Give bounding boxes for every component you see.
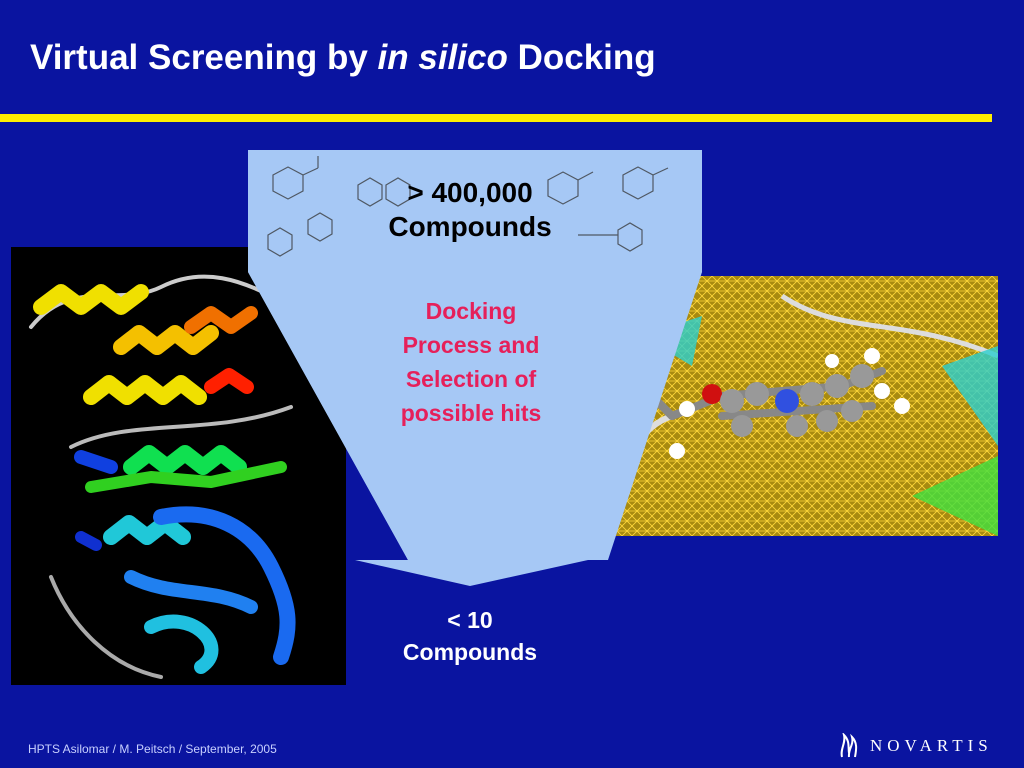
- novartis-flame-icon: [840, 733, 858, 758]
- novartis-logo: NOVARTIS: [838, 733, 993, 759]
- title-divider: [0, 114, 992, 122]
- docking-process-label: Docking Process and Selection of possibl…: [400, 298, 542, 426]
- output-compounds-label: < 10 Compounds: [370, 604, 570, 668]
- title-part1: Virtual Screening by: [30, 38, 378, 77]
- logo-text: NOVARTIS: [870, 736, 993, 755]
- docked-ligand-image: [582, 276, 998, 536]
- footer-text: HPTS Asilomar / M. Peitsch / September, …: [28, 742, 277, 756]
- funnel-top-box: [248, 150, 702, 272]
- slide-title: Virtual Screening by in silico Docking: [30, 38, 656, 78]
- title-italic: in silico: [377, 38, 508, 77]
- output-unit: Compounds: [402, 639, 538, 665]
- title-part2: Docking: [507, 38, 656, 77]
- input-compounds-label: > 400,000 Compounds: [388, 177, 552, 242]
- funnel-arrow: [248, 272, 702, 586]
- output-count: < 10: [447, 607, 493, 633]
